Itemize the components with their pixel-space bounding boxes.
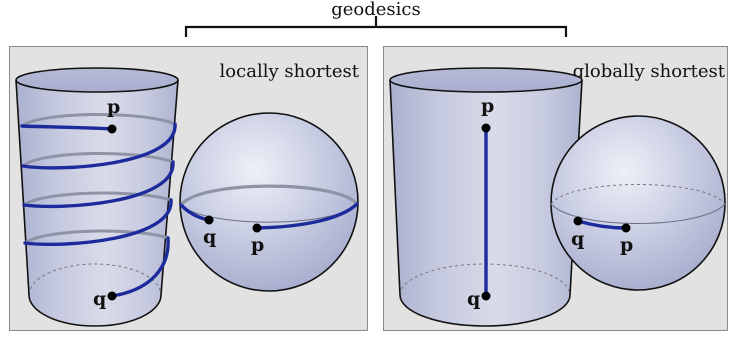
- label-p: p: [107, 96, 120, 118]
- cylinder-bottom-front: [28, 294, 162, 327]
- point-p: [621, 223, 631, 233]
- sphere-body: [179, 112, 359, 292]
- label-q: q: [93, 288, 106, 310]
- point-q: [481, 291, 491, 301]
- point-p: [107, 124, 117, 134]
- panel-globally-shortest: globally shortest p q q p: [383, 46, 728, 331]
- cylinder-left-edge: [15, 79, 30, 296]
- helix-back: [20, 112, 177, 245]
- panel-title: locally shortest: [220, 61, 360, 82]
- cylinder-top: [389, 67, 583, 93]
- geodesics-bracket: [184, 16, 568, 37]
- panel-locally-shortest: locally shortest: [9, 46, 368, 331]
- point-q: [107, 291, 117, 301]
- cylinder: p q: [15, 67, 179, 327]
- label-p: p: [481, 95, 494, 117]
- sphere-back-arc: [179, 184, 359, 207]
- sphere-geodesic-front: [255, 202, 359, 230]
- label-p: p: [251, 234, 264, 256]
- cylinder-left-edge: [389, 79, 401, 296]
- cylinder: p q: [389, 67, 583, 327]
- sphere: q p: [550, 115, 726, 291]
- label-q: q: [467, 288, 480, 310]
- helix-front: [20, 122, 177, 298]
- panel-title: globally shortest: [573, 61, 726, 82]
- sphere-equator-back: [550, 184, 726, 205]
- sphere-equator: [550, 203, 726, 224]
- point-p: [481, 123, 491, 133]
- cylinder-bottom-back: [28, 263, 162, 296]
- sphere-body: [550, 115, 726, 291]
- label-p: p: [620, 234, 633, 256]
- cylinder-bottom-back: [399, 263, 571, 296]
- geodesics-label: geodesics: [331, 0, 421, 20]
- point-q: [573, 216, 583, 226]
- cylinder-bottom-front: [399, 294, 571, 327]
- point-p: [252, 223, 262, 233]
- cylinder-top: [15, 67, 179, 93]
- sphere: q p: [179, 112, 359, 292]
- label-q: q: [571, 228, 584, 250]
- point-q: [204, 215, 214, 225]
- label-q: q: [203, 226, 216, 248]
